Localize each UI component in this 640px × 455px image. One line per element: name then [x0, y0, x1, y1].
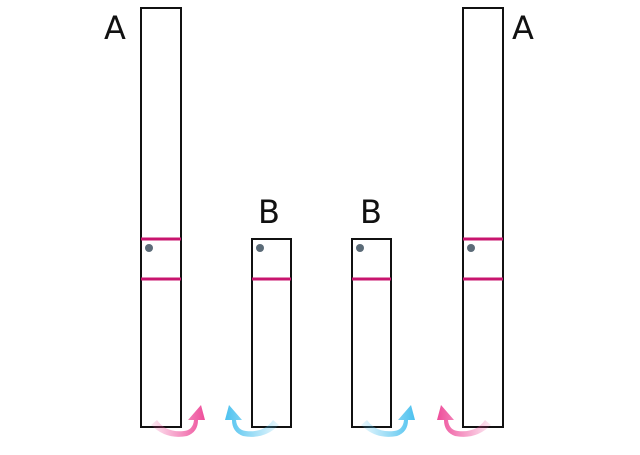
curved-arrow-icon [437, 405, 491, 437]
curved-arrow-icon [361, 405, 415, 437]
column-a-right [462, 7, 504, 428]
column-a-left [140, 7, 182, 428]
column-b-right [351, 238, 392, 428]
curved-arrow-icon [151, 405, 205, 437]
marker-dot [467, 244, 475, 252]
marker-dot [145, 244, 153, 252]
column-b-left [251, 238, 292, 428]
marker-dot [356, 244, 364, 252]
column-b-left-outline [251, 238, 292, 428]
label-a-left: A [104, 9, 126, 47]
label-a-right: A [512, 9, 534, 47]
column-b-right-outline [351, 238, 392, 428]
column-a-left-outline [140, 7, 182, 428]
marker-dot [256, 244, 264, 252]
label-b-right: B [360, 193, 382, 231]
curved-arrow-icon [225, 405, 279, 437]
column-a-right-outline [462, 7, 504, 428]
label-b-left: B [258, 193, 280, 231]
